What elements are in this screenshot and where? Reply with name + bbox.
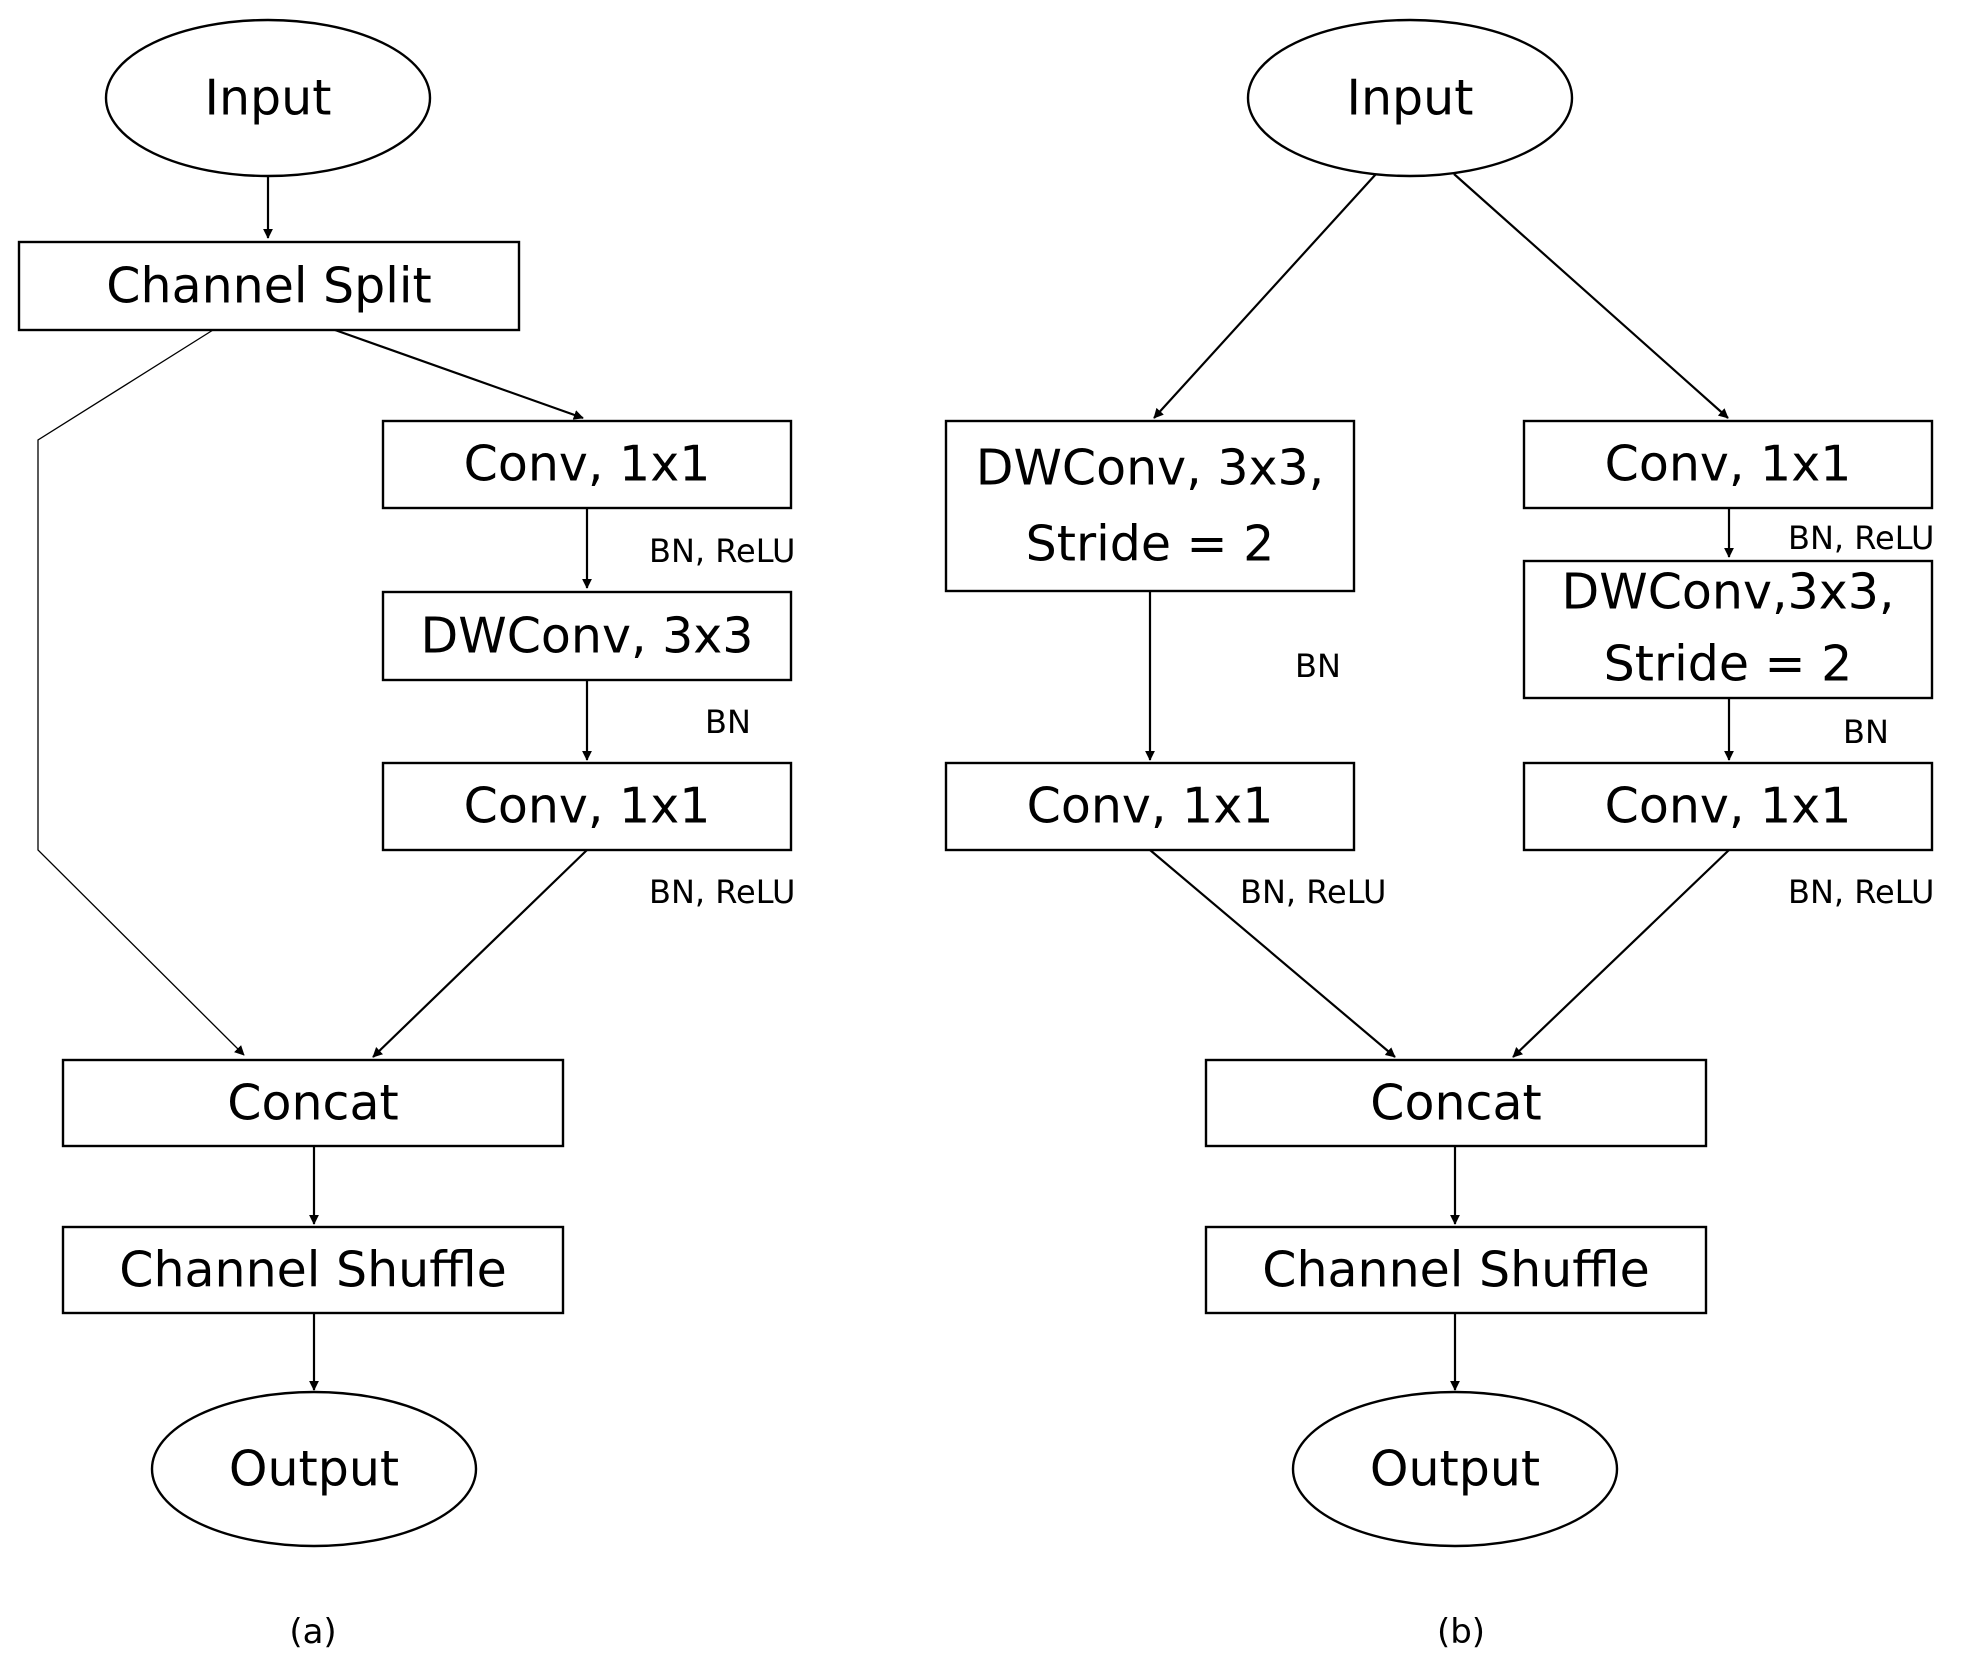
edge-a-label-bn-relu-2: BN, ReLU	[649, 873, 795, 911]
caption-a: (a)	[289, 1612, 336, 1652]
edge-b-label-right-bn-relu-1: BN, ReLU	[1788, 519, 1934, 557]
node-a-dwconv-label: DWConv, 3x3	[421, 608, 754, 665]
node-b-right-dwconv-label-line1: DWConv,3x3,	[1562, 564, 1895, 621]
node-b-output: Output	[1291, 1390, 1619, 1548]
node-b-left-dwconv-label-line2: Stride = 2	[1026, 516, 1275, 573]
edge-a-split-to-conv1	[334, 328, 584, 420]
edge-b-input-to-right-conv1	[1453, 173, 1729, 419]
caption-b: (b)	[1437, 1612, 1485, 1652]
node-b-channel-shuffle-label: Channel Shuffle	[1262, 1242, 1649, 1299]
node-a-channel-shuffle: Channel Shuffle	[61, 1225, 565, 1315]
node-a-channel-split-label: Channel Split	[106, 258, 431, 315]
node-a-concat: Concat	[61, 1058, 565, 1148]
edge-b-label-right-bn-relu-2: BN, ReLU	[1788, 873, 1934, 911]
node-a-input-label: Input	[205, 70, 332, 127]
node-a-channel-shuffle-label: Channel Shuffle	[119, 1242, 506, 1299]
node-b-input-label: Input	[1347, 70, 1474, 127]
edge-a-label-bn-relu-1: BN, ReLU	[649, 532, 795, 570]
node-b-right-conv1-label: Conv, 1x1	[1605, 436, 1852, 493]
diagram-b: Input DWConv, 3x3, Stride = 2 Conv, 1x1 …	[944, 18, 1934, 1652]
node-b-concat: Concat	[1204, 1058, 1708, 1148]
edge-a-conv2-to-concat	[372, 849, 588, 1058]
node-a-conv1-label: Conv, 1x1	[464, 436, 711, 493]
edge-b-left-conv-to-concat	[1149, 849, 1396, 1058]
edge-b-input-to-left-dwconv	[1153, 173, 1377, 419]
node-b-left-conv-label: Conv, 1x1	[1027, 778, 1274, 835]
node-a-input: Input	[104, 18, 432, 178]
edge-a-split-to-concat-shortcut	[37, 329, 245, 1056]
node-a-conv1: Conv, 1x1	[381, 419, 793, 510]
node-a-concat-label: Concat	[227, 1075, 398, 1132]
node-b-left-conv: Conv, 1x1	[944, 761, 1356, 852]
node-a-channel-split: Channel Split	[17, 240, 521, 332]
node-b-input: Input	[1246, 18, 1574, 178]
node-b-right-conv2: Conv, 1x1	[1522, 761, 1934, 852]
node-b-right-dwconv-label-line2: Stride = 2	[1604, 636, 1853, 693]
node-b-right-dwconv: DWConv,3x3, Stride = 2	[1522, 559, 1934, 700]
node-b-left-dwconv-label-line1: DWConv, 3x3,	[976, 440, 1325, 497]
edge-b-right-conv2-to-concat	[1512, 849, 1730, 1058]
node-b-left-dwconv: DWConv, 3x3, Stride = 2	[944, 419, 1356, 593]
node-b-concat-label: Concat	[1370, 1075, 1541, 1132]
diagram-a: Input Channel Split Conv, 1x1 DWConv, 3x…	[17, 18, 795, 1652]
node-a-output: Output	[150, 1390, 478, 1548]
edge-b-label-left-bn: BN	[1295, 647, 1341, 685]
edge-a-label-bn: BN	[705, 703, 751, 741]
node-a-conv2-label: Conv, 1x1	[464, 778, 711, 835]
node-b-output-label: Output	[1370, 1441, 1540, 1498]
node-b-right-conv2-label: Conv, 1x1	[1605, 778, 1852, 835]
node-b-right-conv1: Conv, 1x1	[1522, 419, 1934, 510]
node-b-channel-shuffle: Channel Shuffle	[1204, 1225, 1708, 1315]
edge-b-label-left-bn-relu: BN, ReLU	[1240, 873, 1386, 911]
node-a-conv2: Conv, 1x1	[381, 761, 793, 852]
edge-b-label-right-bn: BN	[1843, 713, 1889, 751]
node-a-dwconv: DWConv, 3x3	[381, 590, 793, 682]
node-a-output-label: Output	[229, 1441, 399, 1498]
